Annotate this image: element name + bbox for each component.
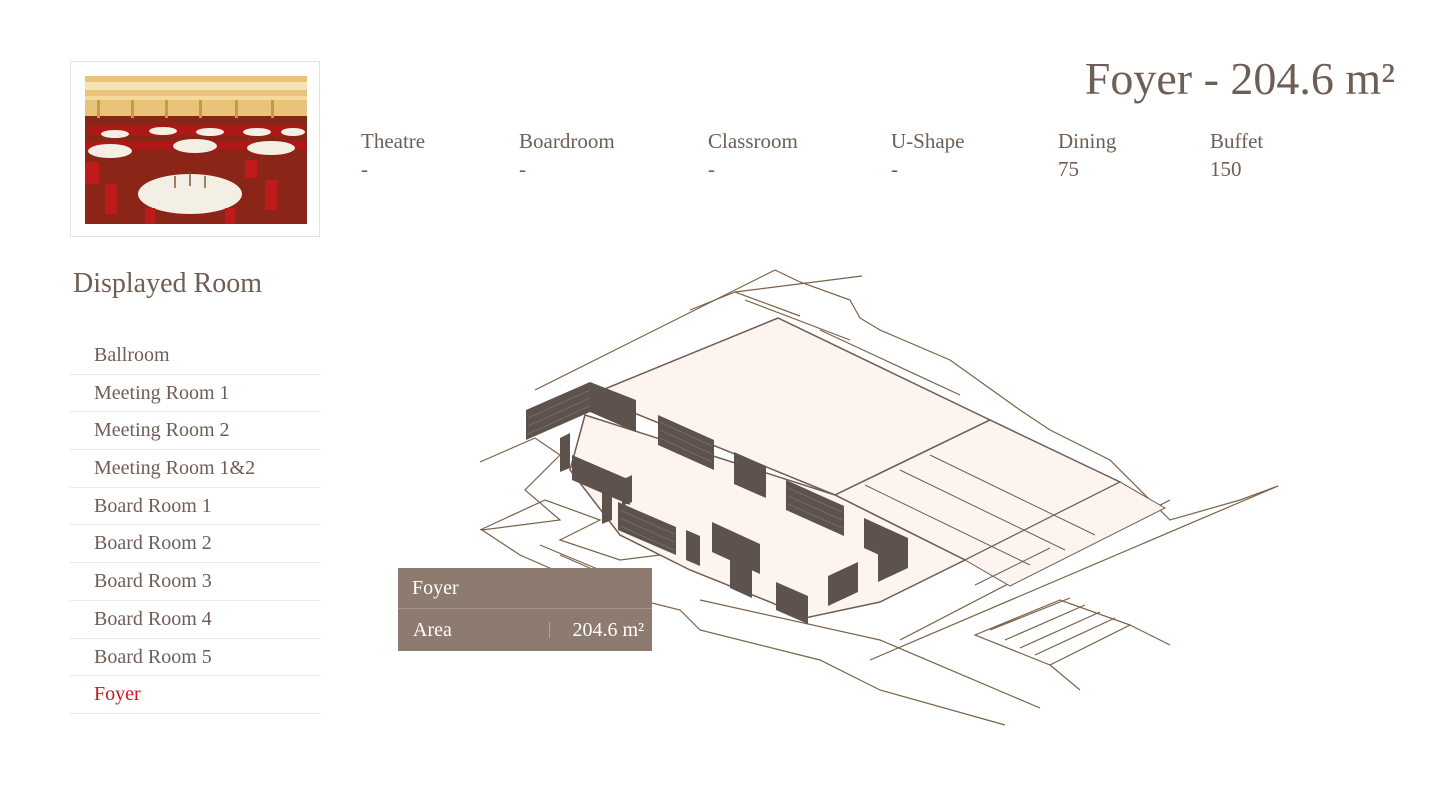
wall-segment [734, 452, 766, 498]
plan-stairs [973, 597, 1132, 666]
room-photo-frame [70, 61, 320, 237]
wall-segment [526, 382, 590, 440]
wall-segment [828, 562, 858, 606]
room-item-board-room-5[interactable]: Board Room 5 [70, 639, 321, 677]
tooltip-room-name: Foyer [398, 568, 652, 609]
plan-corridor-1 [699, 599, 1041, 709]
sidebar-title: Displayed Room [73, 268, 262, 299]
plan-upper-rooms [689, 291, 961, 396]
room-list: Ballroom Meeting Room 1 Meeting Room 2 M… [70, 337, 321, 714]
room-item-foyer[interactable]: Foyer [70, 676, 321, 714]
plan-corridor-3 [869, 485, 1279, 661]
capacity-label: Buffet [1210, 129, 1264, 153]
wall-segment [572, 455, 630, 505]
tooltip-area-value: 204.6 m² [572, 619, 644, 641]
room-item-board-room-3[interactable]: Board Room 3 [70, 563, 321, 601]
room-item-ballroom[interactable]: Ballroom [70, 337, 321, 375]
capacity-dining: Dining 75 [1058, 128, 1116, 184]
room-item-board-room-4[interactable]: Board Room 4 [70, 601, 321, 639]
board-rooms-area [963, 481, 1167, 587]
capacity-label: Boardroom [519, 129, 615, 153]
capacity-value: - [519, 157, 526, 181]
capacity-classroom: Classroom - [708, 128, 798, 184]
plan-outline-top [734, 275, 863, 293]
wall-segment [730, 560, 752, 598]
capacity-value: - [891, 157, 898, 181]
capacity-value: - [361, 157, 368, 181]
room-item-meeting-room-2[interactable]: Meeting Room 2 [70, 412, 321, 451]
plan-stair-rail [1049, 624, 1171, 691]
room-title: Foyer - 204.6 m² [1084, 53, 1395, 104]
tooltip-area-label: Area [413, 619, 452, 641]
capacity-label: Classroom [708, 129, 798, 153]
room-item-meeting-room-1-2[interactable]: Meeting Room 1&2 [70, 450, 321, 488]
capacity-theatre: Theatre - [361, 128, 425, 184]
capacity-label: U-Shape [891, 129, 965, 153]
capacity-label: Theatre [361, 129, 426, 153]
room-photo [85, 76, 307, 224]
floor-plan [479, 269, 1279, 726]
wall-segment [560, 433, 570, 472]
wall-segment [878, 538, 908, 582]
capacity-value: - [708, 157, 715, 181]
capacity-value: 150 [1210, 157, 1242, 181]
tooltip-area-row: Area 204.6 m² [398, 609, 652, 651]
capacity-u-shape: U-Shape - [891, 128, 964, 184]
room-tooltip: Foyer Area 204.6 m² [398, 568, 652, 651]
capacity-value: 75 [1058, 157, 1079, 181]
capacity-boardroom: Boardroom - [519, 128, 615, 184]
capacity-label: Dining [1058, 129, 1117, 153]
plan-outline [534, 269, 1279, 521]
room-item-board-room-2[interactable]: Board Room 2 [70, 525, 321, 564]
room-item-board-room-1[interactable]: Board Room 1 [70, 488, 321, 526]
wall-segment [622, 475, 632, 506]
wall-segment [686, 530, 700, 566]
room-item-meeting-room-1[interactable]: Meeting Room 1 [70, 375, 321, 413]
capacity-buffet: Buffet 150 [1210, 128, 1263, 184]
wall-segment [776, 582, 808, 624]
wall-segment [590, 382, 636, 432]
tooltip-separator [549, 622, 550, 638]
wall-segment [602, 485, 612, 524]
wall-segment [712, 522, 760, 574]
